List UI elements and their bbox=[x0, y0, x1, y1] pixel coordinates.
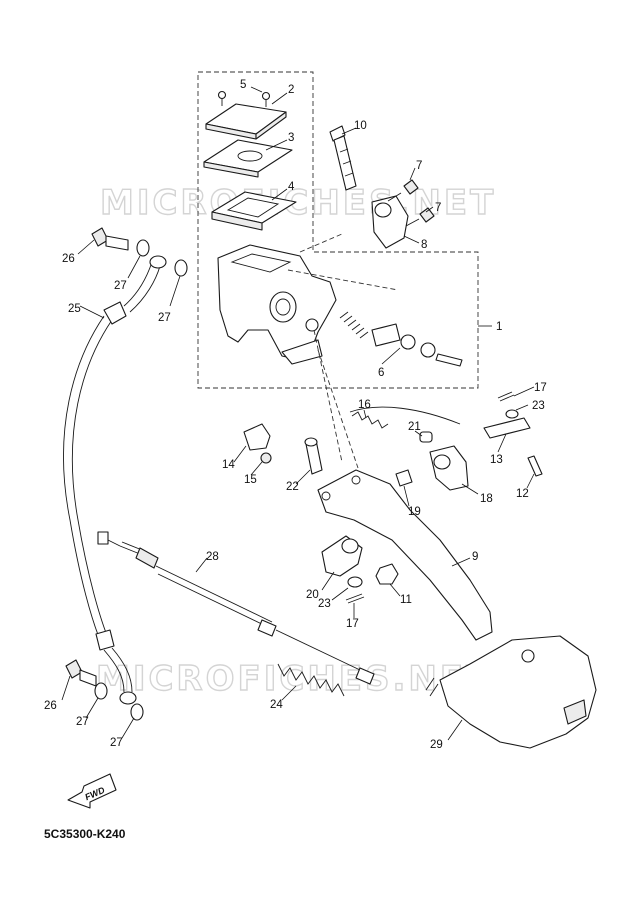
callout-29: 29 bbox=[430, 739, 443, 751]
callout-24: 24 bbox=[270, 699, 283, 711]
clutch-cable-part-28 bbox=[97, 531, 375, 685]
screw-part-15 bbox=[260, 452, 272, 464]
washer-part-27c bbox=[94, 682, 108, 700]
callout-22: 22 bbox=[286, 481, 299, 493]
banjo-bolt-part-26a bbox=[91, 227, 129, 251]
washer-part-23a bbox=[505, 409, 519, 419]
cable-end-part-13 bbox=[349, 406, 531, 439]
cotter-pin-part-17b bbox=[345, 593, 365, 604]
diaphragm-plate-part-3 bbox=[203, 139, 293, 178]
washer-part-27a bbox=[136, 239, 150, 257]
leader-lines bbox=[61, 86, 535, 741]
bolt-part-7b bbox=[405, 207, 435, 227]
cotter-pin-part-17a bbox=[497, 391, 515, 402]
piston-kit-part-6 bbox=[339, 311, 463, 367]
spring-part-16 bbox=[351, 411, 389, 429]
clamp-part-8 bbox=[371, 195, 409, 249]
pivot-pin-part-22 bbox=[304, 437, 323, 475]
callout-23b: 23 bbox=[318, 598, 331, 610]
washer-part-27b bbox=[174, 259, 188, 277]
callout-26a: 26 bbox=[62, 253, 75, 265]
callout-25: 25 bbox=[68, 303, 81, 315]
callout-13: 13 bbox=[490, 454, 503, 466]
callout-1: 1 bbox=[496, 321, 502, 333]
collar-part-19 bbox=[395, 469, 413, 487]
lever-holder-part-18 bbox=[429, 445, 469, 491]
callout-12: 12 bbox=[516, 488, 529, 500]
fwd-arrow: FWD bbox=[67, 773, 117, 809]
diaphragm-part-4 bbox=[211, 191, 297, 231]
switch-part-14 bbox=[243, 423, 271, 451]
spring-part-24 bbox=[277, 663, 345, 697]
callout-2: 2 bbox=[288, 84, 294, 96]
callout-17a: 17 bbox=[534, 382, 547, 394]
callout-8: 8 bbox=[421, 239, 427, 251]
washer-part-23b bbox=[347, 576, 363, 588]
nut-part-11 bbox=[375, 563, 399, 585]
callout-14: 14 bbox=[222, 459, 235, 471]
callout-3: 3 bbox=[288, 132, 294, 144]
pin-part-12 bbox=[527, 455, 543, 477]
callout-18: 18 bbox=[480, 493, 493, 505]
callout-16: 16 bbox=[358, 399, 371, 411]
callout-6: 6 bbox=[378, 367, 384, 379]
callout-21: 21 bbox=[408, 421, 421, 433]
callout-27b: 27 bbox=[158, 312, 171, 324]
master-cylinder-body bbox=[217, 244, 337, 365]
washer-part-27d bbox=[130, 703, 144, 721]
reservoir-cap-part-2 bbox=[205, 103, 287, 140]
callout-4: 4 bbox=[288, 181, 295, 193]
screw-part-5 bbox=[217, 90, 271, 107]
lever-cover-part-29 bbox=[425, 635, 597, 749]
callout-11: 11 bbox=[400, 594, 412, 606]
clutch-lever-part-9 bbox=[317, 469, 493, 641]
callout-28: 28 bbox=[206, 551, 219, 563]
callout-23a: 23 bbox=[532, 400, 545, 412]
callout-27c: 27 bbox=[76, 716, 89, 728]
diagram-code: 5C35300-K240 bbox=[44, 827, 126, 841]
callout-20: 20 bbox=[306, 589, 319, 601]
bushing-part-21 bbox=[419, 431, 433, 443]
callout-9: 9 bbox=[472, 551, 478, 563]
callout-27d: 27 bbox=[110, 737, 123, 749]
watermark-bottom: MICROFICHES.NET bbox=[96, 659, 492, 699]
callout-26b: 26 bbox=[44, 700, 57, 712]
master-cylinder-assembly-box bbox=[197, 71, 492, 389]
callout-7b: 7 bbox=[435, 202, 441, 214]
callout-17b: 17 bbox=[346, 618, 359, 630]
callout-27a: 27 bbox=[114, 280, 127, 292]
callout-10: 10 bbox=[354, 120, 367, 132]
callout-15: 15 bbox=[244, 474, 257, 486]
callout-5: 5 bbox=[240, 79, 246, 91]
callout-labels: 1 2 3 4 5 6 7 7 8 9 10 11 12 13 14 15 16… bbox=[44, 79, 547, 751]
alignment-lines bbox=[287, 233, 399, 469]
banjo-bolt-part-26b bbox=[65, 659, 97, 687]
bolt-part-10 bbox=[329, 125, 357, 191]
callout-19: 19 bbox=[408, 506, 421, 518]
bolt-part-7a bbox=[387, 179, 419, 202]
clutch-hose-part-25 bbox=[63, 255, 167, 705]
callout-7a: 7 bbox=[416, 160, 422, 172]
bracket-part-20 bbox=[321, 535, 363, 577]
